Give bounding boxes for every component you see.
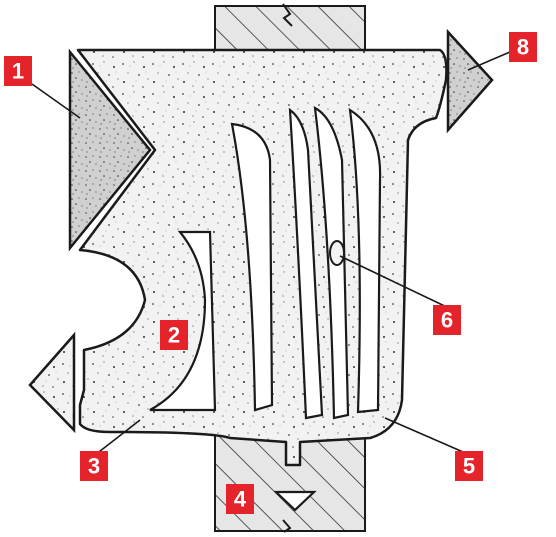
main-body xyxy=(76,48,448,467)
svg-text:6: 6 xyxy=(441,308,453,333)
leader-lines xyxy=(31,51,511,456)
bottom-arrow-element xyxy=(273,490,317,512)
left-triangle-element xyxy=(68,48,152,252)
callout-4: 4 xyxy=(226,484,254,514)
callout-6: 6 xyxy=(433,305,461,335)
callout-3: 3 xyxy=(80,451,108,481)
right-triangle-element xyxy=(446,28,494,134)
callout-5: 5 xyxy=(455,451,483,481)
svg-text:1: 1 xyxy=(12,59,24,84)
svg-text:8: 8 xyxy=(517,35,529,60)
svg-text:4: 4 xyxy=(234,487,247,512)
svg-text:5: 5 xyxy=(463,454,475,479)
callout-1: 1 xyxy=(4,56,32,86)
left-arrow-element xyxy=(28,331,76,434)
callout-2: 2 xyxy=(160,320,188,350)
svg-text:2: 2 xyxy=(168,323,180,348)
callout-8: 8 xyxy=(509,32,537,62)
svg-text:3: 3 xyxy=(88,454,100,479)
